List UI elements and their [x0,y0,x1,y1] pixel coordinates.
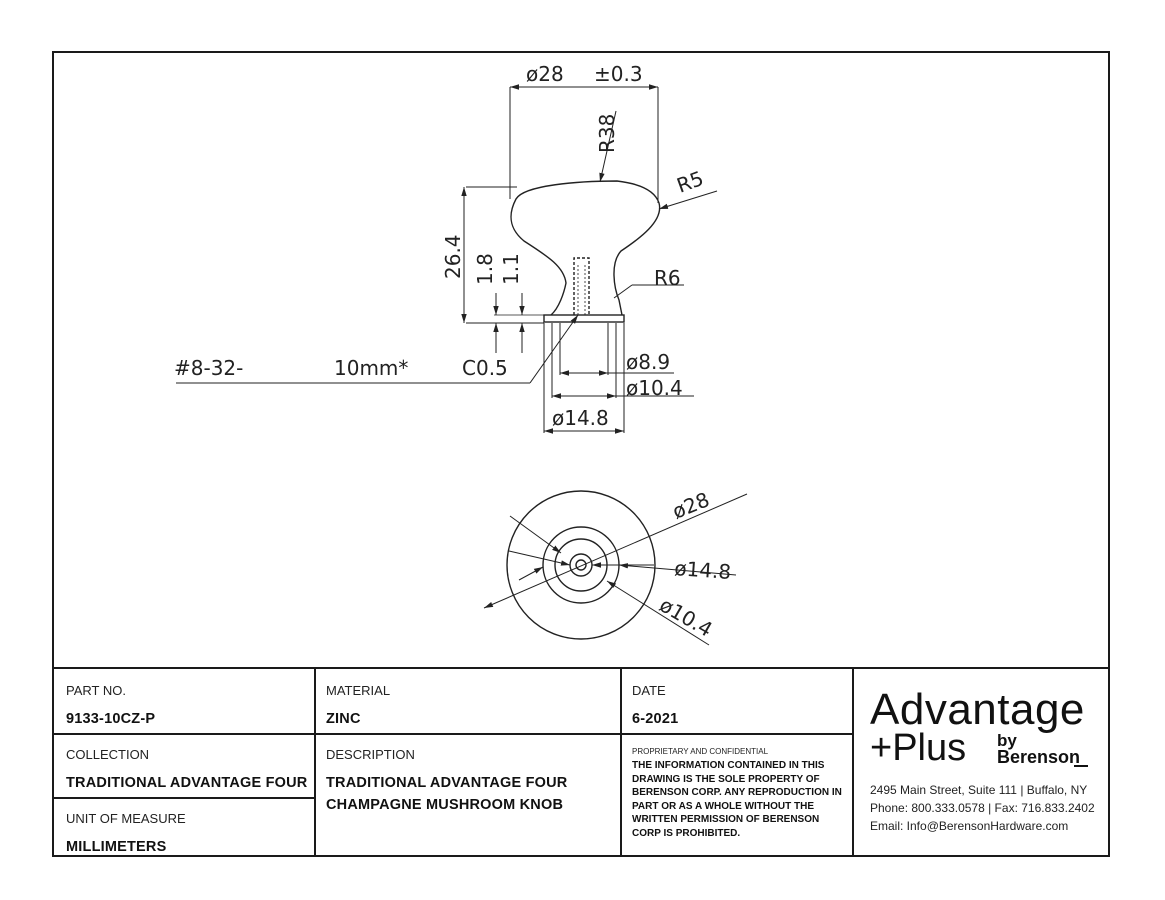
brand-berenson: Berenson [997,747,1081,767]
date-cell: DATE 6-2021 [620,669,852,733]
date-value: 6-2021 [632,711,679,727]
top-dim-d14-8: ø14.8 [674,556,732,584]
material-label: MATERIAL [326,683,391,698]
brand-plus: +Plus [870,727,967,769]
dim-d8-9: ø8.9 [626,350,670,374]
dim-screw-length: 10mm* [334,356,408,380]
knob-profile [510,180,661,316]
brand-cell: Advantage +Plus by Berenson 2495 Main St… [852,669,1108,857]
dim-d14-8: ø14.8 [552,406,609,430]
top-view [483,490,748,646]
confidential-text: THE INFORMATION CONTAINED IN THIS DRAWIN… [632,760,842,839]
description-cell: DESCRIPTION TRADITIONAL ADVANTAGE FOUR C… [314,733,620,857]
dim-1-1: 1.1 [499,253,523,285]
part-no-label: PART NO. [66,683,126,698]
material-value: ZINC [326,711,361,727]
material-cell: MATERIAL ZINC [314,669,620,733]
top-dim-d10-4: ø10.4 [656,593,717,642]
confidential-cell: PROPRIETARY AND CONFIDENTIAL THE INFORMA… [620,669,852,857]
dim-overall-dia: ø28 [526,62,564,86]
knob-base [543,314,625,323]
part-no-value: 9133-10CZ-P [66,711,156,727]
threaded-insert [573,257,590,315]
uom-value: MILLIMETERS [66,839,167,855]
collection-value: TRADITIONAL ADVANTAGE FOUR [66,775,308,791]
drawing-sheet: ø28 ±0.3 R38 R5 26.4 1.8 1.1 R6 #8-32- 1… [52,51,1110,857]
description-label: DESCRIPTION [326,747,415,762]
date-label: DATE [632,683,666,698]
brand-underline [1074,765,1088,767]
description-line1: TRADITIONAL ADVANTAGE FOUR [326,775,568,791]
uom-cell: UNIT OF MEASURE MILLIMETERS [54,797,314,857]
dim-height: 26.4 [441,234,465,279]
dim-1-8: 1.8 [473,253,497,285]
dim-r6: R6 [654,266,681,290]
brand-phone: Phone: 800.333.0578 | Fax: 716.833.2402 [870,801,1095,815]
uom-label: UNIT OF MEASURE [66,811,186,826]
confidential-title: PROPRIETARY AND CONFIDENTIAL [632,747,769,756]
dim-r38: R38 [595,114,619,153]
top-dim-d28: ø28 [669,487,713,523]
description-line2: CHAMPAGNE MUSHROOM KNOB [326,797,564,813]
collection-cell: COLLECTION TRADITIONAL ADVANTAGE FOUR [54,733,314,797]
brand-by: by [997,731,1017,750]
part-no-cell: PART NO. 9133-10CZ-P [54,669,314,733]
technical-drawing: ø28 ±0.3 R38 R5 26.4 1.8 1.1 R6 #8-32- 1… [174,62,748,646]
brand-email: Email: Info@BerensonHardware.com [870,819,1069,833]
title-block: PART NO. 9133-10CZ-P COLLECTION TRADITIO… [54,667,1108,857]
dim-r5: R5 [674,166,707,198]
dim-d10-4: ø10.4 [626,376,683,400]
brand-advantage: Advantage [870,685,1085,734]
brand-address: 2495 Main Street, Suite 111 | Buffalo, N… [870,783,1088,797]
dim-chamfer: C0.5 [462,356,508,380]
dim-tolerance: ±0.3 [594,62,643,86]
dim-screw: #8-32- [174,356,243,380]
collection-label: COLLECTION [66,747,150,762]
